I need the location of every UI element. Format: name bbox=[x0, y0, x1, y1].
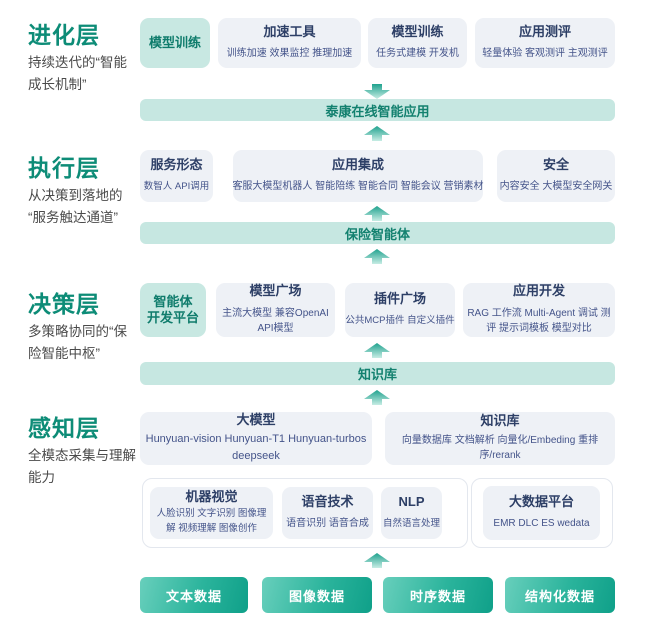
box-title: 模型训练 bbox=[391, 23, 444, 39]
layer-title-evolution: 进化层 bbox=[28, 22, 100, 48]
layer-title-perception: 感知层 bbox=[28, 415, 100, 441]
box-title: 服务形态 bbox=[150, 157, 203, 173]
box-app-integration: 应用集成 客服大模型机器人 智能陪练 智能合同 智能会议 营销素材 bbox=[232, 150, 484, 202]
layer-title-execution: 执行层 bbox=[28, 155, 100, 181]
box-title: 大模型 bbox=[236, 411, 276, 427]
box-title-line1: 智能体 bbox=[153, 293, 193, 309]
data-source-structured: 结构化数据 bbox=[505, 577, 615, 613]
up-arrow-icon bbox=[364, 206, 390, 221]
box-subtitle: 数智人 API调用 bbox=[143, 180, 210, 192]
banner-taikang-app: 泰康在线智能应用 bbox=[140, 99, 615, 121]
layer-subtitle-perception: 全模态采集与理解 能力 bbox=[28, 448, 136, 486]
box-subtitle: 主流大模型 兼容OpenAI API模型 bbox=[222, 307, 329, 334]
box-model-training: 模型训练 任务式建模 开发机 bbox=[368, 18, 467, 68]
box-subtitle: 自然语言处理 bbox=[383, 517, 441, 529]
box-subtitle: 向量数据库 文档解析 向量化/Embeding 重排序/rerank bbox=[401, 434, 599, 461]
data-source-image: 图像数据 bbox=[262, 577, 372, 613]
up-arrow-icon bbox=[364, 390, 390, 405]
box-title: 模型训练 bbox=[148, 34, 201, 50]
box-subtitle: 语音识别 语音合成 bbox=[286, 518, 369, 530]
box-subtitle: Hunyuan-vision Hunyuan-T1 Hunyuan-turbos… bbox=[145, 433, 367, 462]
box-title: 模型广场 bbox=[249, 283, 302, 299]
box-machine-vision: 机器视觉 人脸识别 文字识别 图像理解 视频理解 图像创作 bbox=[150, 487, 273, 539]
box-title: 应用开发 bbox=[512, 283, 565, 299]
box-app-evaluation: 应用测评 轻量体验 客观测评 主观测评 bbox=[475, 18, 615, 68]
up-arrow-icon bbox=[364, 553, 390, 568]
box-accelerate-tools: 加速工具 训练加速 效果监控 推理加速 bbox=[218, 18, 361, 68]
up-arrow-icon bbox=[364, 343, 390, 358]
box-knowledge-base-capability: 知识库 向量数据库 文档解析 向量化/Embeding 重排序/rerank bbox=[385, 412, 615, 465]
box-security: 安全 内容安全 大模型安全网关 bbox=[497, 150, 615, 202]
box-subtitle: RAG 工作流 Multi-Agent 调试 测评 提示词模板 模型对比 bbox=[467, 307, 611, 334]
layer-subtitle-decision: 多策略协同的“保 险智能中枢” bbox=[28, 324, 127, 362]
box-title: NLP bbox=[398, 494, 425, 510]
box-large-models: 大模型 Hunyuan-vision Hunyuan-T1 Hunyuan-tu… bbox=[140, 412, 372, 465]
box-title: 插件广场 bbox=[373, 291, 426, 307]
box-title: 语音技术 bbox=[301, 493, 354, 509]
box-service-mode: 服务形态 数智人 API调用 bbox=[140, 150, 213, 202]
box-plugin-plaza: 插件广场 公共MCP插件 自定义插件 bbox=[345, 283, 455, 337]
data-source-timeseries: 时序数据 bbox=[383, 577, 493, 613]
data-source-text: 文本数据 bbox=[140, 577, 248, 613]
box-title: 大数据平台 bbox=[508, 493, 574, 509]
box-title-line2: 开发平台 bbox=[146, 310, 199, 325]
box-subtitle: EMR DLC ES wedata bbox=[493, 518, 590, 530]
box-nlp: NLP 自然语言处理 bbox=[381, 487, 442, 539]
up-arrow-icon bbox=[364, 126, 390, 141]
box-speech-tech: 语音技术 语音识别 语音合成 bbox=[282, 487, 373, 539]
up-arrow-icon bbox=[364, 249, 390, 264]
box-title: 机器视觉 bbox=[185, 489, 238, 505]
layer-subtitle-execution: 从决策到落地的 “服务触达通道” bbox=[28, 188, 123, 226]
box-agent-dev-platform: 智能体 开发平台 bbox=[140, 283, 206, 337]
box-subtitle: 训练加速 效果监控 推理加速 bbox=[226, 48, 353, 60]
box-subtitle: 公共MCP插件 自定义插件 bbox=[345, 314, 455, 326]
box-subtitle: 内容安全 大模型安全网关 bbox=[499, 181, 613, 193]
layer-subtitle-evolution: 持续迭代的“智能 成长机制” bbox=[28, 55, 127, 93]
box-subtitle: 客服大模型机器人 智能陪练 智能合同 智能会议 营销素材 bbox=[232, 181, 484, 193]
box-app-development: 应用开发 RAG 工作流 Multi-Agent 调试 测评 提示词模板 模型对… bbox=[463, 283, 615, 337]
banner-insurance-agent: 保险智能体 bbox=[140, 222, 615, 244]
box-title: 知识库 bbox=[480, 413, 520, 429]
box-title: 应用测评 bbox=[518, 23, 571, 39]
banner-knowledge-base: 知识库 bbox=[140, 362, 615, 385]
box-subtitle: 轻量体验 客观测评 主观测评 bbox=[482, 48, 608, 60]
box-subtitle: 人脸识别 文字识别 图像理解 视频理解 图像创作 bbox=[156, 508, 267, 534]
layer-title-decision: 决策层 bbox=[28, 291, 100, 317]
box-title: 安全 bbox=[542, 156, 569, 172]
box-model-plaza: 模型广场 主流大模型 兼容OpenAI API模型 bbox=[216, 283, 335, 337]
box-title: 应用集成 bbox=[331, 156, 384, 172]
box-bigdata-platform: 大数据平台 EMR DLC ES wedata bbox=[483, 486, 600, 540]
down-arrow-icon bbox=[364, 84, 390, 99]
box-model-training-platform: 模型训练 bbox=[140, 18, 210, 68]
box-subtitle: 任务式建模 开发机 bbox=[376, 48, 459, 60]
box-title: 加速工具 bbox=[263, 23, 316, 39]
